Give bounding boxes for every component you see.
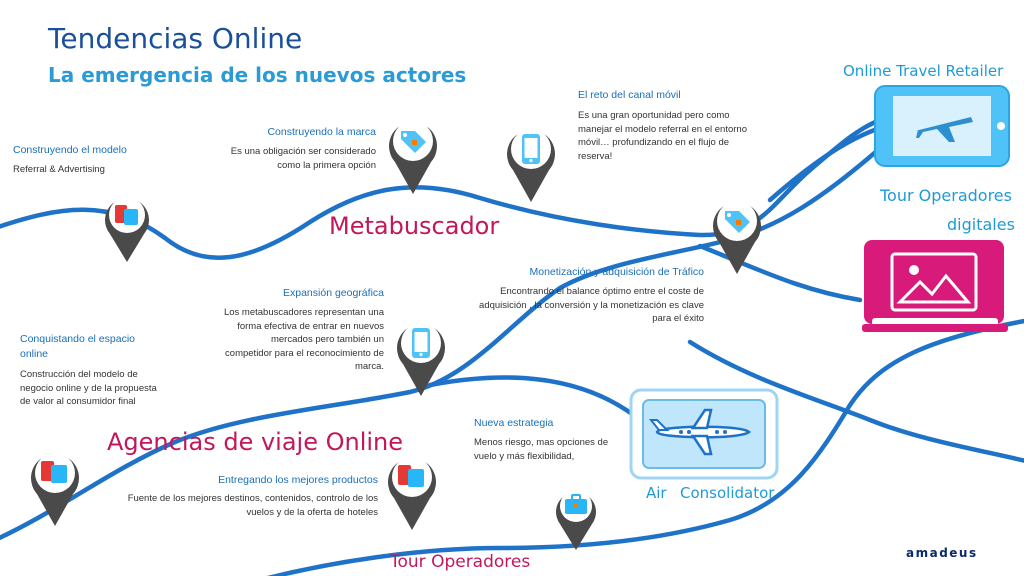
note-monetizacion: Monetización y adquisición de Tráfico En… [440,266,704,326]
note-heading: Conquistando el espacio online [20,332,200,362]
note-heading-line: online [20,348,49,360]
amadeus-logo: amadeus [906,546,978,560]
page-subtitle: La emergencia de los nuevos actores [48,63,467,87]
note-line: vuelos y de la oferta de hoteles [246,506,378,518]
note-line: reserva! [578,150,613,162]
note-body: Es una gran oportunidad pero como maneja… [578,109,798,163]
note-heading: El reto del canal móvil [578,89,681,101]
road-tour [266,318,1024,576]
note-line: Menos riesgo, mas opciones de [474,437,609,448]
note-line: Fuente de los mejores destinos, contenid… [127,493,378,504]
pin-tag-icon-2 [713,201,761,274]
pin-luggage-icon-2 [31,453,79,526]
page-title: Tendencias Online [48,22,303,55]
note-line: Es una gran oportunidad pero como [578,110,730,121]
note-heading: Entregando los mejores productos [218,474,378,486]
note-line: de valor al consumidor final [20,396,136,407]
note-line: marca. [354,361,384,372]
note-heading: Expansión geográfica [283,287,384,299]
road-agencias-branch [427,375,643,423]
label-air: Air [646,484,667,502]
road-digitales-link [697,243,863,303]
note-construyendo-modelo: Construyendo el modelo Referral & Advert… [13,144,127,177]
pin-luggage-icon [105,197,149,262]
note-line: como la primera opción [277,159,376,171]
note-line: para el éxito [652,313,704,324]
note-reto-canal: El reto del canal móvil Es una gran opor… [578,89,798,163]
note-body: Menos riesgo, mas opciones de vuelo y má… [474,436,644,463]
road-metabuscador-branch [767,125,883,203]
note-nueva-estrategia: Nueva estrategia Menos riesgo, mas opcio… [474,417,644,463]
pin-mobile-icon [507,129,555,202]
note-body: Fuente de los mejores destinos, contenid… [90,492,378,519]
tablet-plane-icon [874,85,1010,167]
note-line: Encontrando el balance óptimo entre el c… [500,286,704,297]
note-line: forma efectiva de entrar en nuevos [237,320,384,332]
pin-mobile-icon-2 [397,323,445,396]
road-consolidator-link [687,339,1024,463]
note-line: Los metabuscadores representan una [223,307,384,318]
pin-tag-icon [389,121,437,194]
pin-suitcase-icon [556,490,596,550]
note-heading-line: Conquistando el espacio [20,333,135,345]
note-line: manejar el modelo referral en el entorno [578,123,747,135]
note-conquistando: Conquistando el espacio online Construcc… [20,332,200,409]
note-body: Referral & Advertising [13,164,105,175]
note-line: Construcción del modelo de [20,369,138,380]
note-line: adquisición , la conversión y la monetiz… [479,299,704,311]
note-construyendo-marca: Construyendo la marca Es una obligación … [196,126,376,172]
label-tour-operadores-digitales-1: Tour Operadores [880,186,1012,205]
road-label-agencias: Agencias de viaje Online [107,428,404,456]
note-line: vuelo y más flexibilidad, [474,450,575,462]
note-body: Los metabuscadores representan una forma… [190,306,384,374]
label-consolidator: Consolidator [680,484,775,502]
note-body: Construcción del modelo de negocio onlin… [20,368,200,409]
note-line: móvil… profundizando en el flujo de [578,137,730,148]
airplane-icon [629,388,779,480]
note-line: Es una obligación ser considerado [230,146,376,157]
note-body: Encontrando el balance óptimo entre el c… [440,285,704,326]
road-metabuscador [0,117,883,260]
note-body: Es una obligación ser considerado como l… [196,145,376,172]
note-expansion: Expansión geográfica Los metabuscadores … [190,287,384,374]
pin-luggage-icon-3 [388,457,436,530]
note-heading: Nueva estrategia [474,417,554,429]
road-label-metabuscador: Metabuscador [329,212,500,240]
note-heading: Construyendo el modelo [13,144,127,156]
label-online-travel-retailer: Online Travel Retailer [843,62,1004,80]
note-line: negocio online y de la propuesta [20,382,157,394]
note-heading: Monetización y adquisición de Tráfico [529,266,704,278]
note-line: mercados pero también un [270,334,384,345]
note-mejores-productos: Entregando los mejores productos Fuente … [90,474,378,519]
note-heading: Construyendo la marca [267,126,376,138]
road-label-tour-operadores: Tour Operadores [390,552,531,572]
label-tour-operadores-digitales-2: digitales [947,215,1015,234]
note-line: competidor para el reconocimiento de [225,347,384,359]
laptop-photo-icon [862,240,1008,332]
